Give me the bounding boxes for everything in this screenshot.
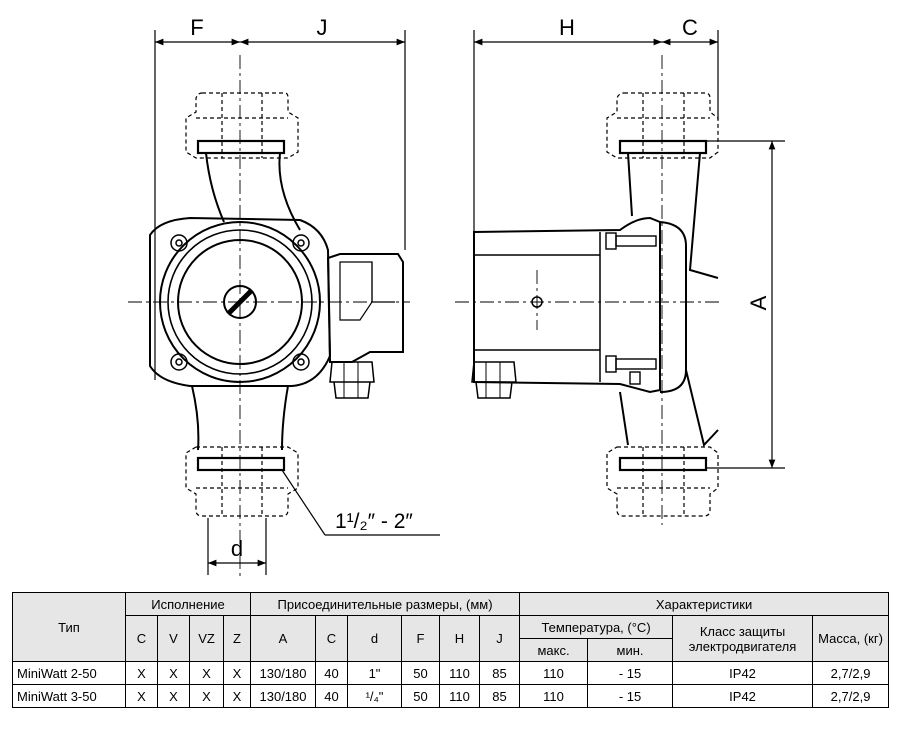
label-f: F [190,15,203,40]
front-lower-flange [196,456,286,472]
label-thread: 1¹/₂″ - 2″ [335,510,413,533]
cell-variant: X [189,661,224,685]
side-vent-plug [531,296,543,308]
technical-drawing: F J H C A d 1¹/₂″ - 2″ [128,15,785,580]
cell-a: 130/180 [250,661,316,685]
cell-variant: X [189,684,224,708]
table-row: MiniWatt 2-50 X X X X 130/180 40 1" 50 1… [12,661,890,685]
front-dimensions [154,30,440,575]
cell-c: 40 [315,684,348,708]
cell-j: 85 [478,684,521,708]
side-lower-nut [606,446,719,517]
header-temp-max: макс. [519,638,589,662]
header-dim: A [250,615,316,662]
front-upper-neck [205,152,301,231]
header-dim: J [478,615,521,662]
cell-j: 85 [478,661,521,685]
front-cable-gland [329,361,375,399]
header-variant: V [157,615,190,662]
cell-variant: X [125,684,158,708]
side-motor-body [473,216,661,394]
cell-ip: IP42 [672,684,814,708]
front-motor-ring-inner [177,239,303,365]
side-centerlines [455,55,720,525]
cell-tmax: 110 [519,661,589,685]
cell-type: MiniWatt 2-50 [12,661,126,685]
label-d: d [231,536,243,561]
side-bolts [605,232,657,385]
cell-tmin: - 15 [587,661,674,685]
cell-d: ¹/₄" [347,684,402,708]
cell-type: MiniWatt 3-50 [12,684,126,708]
front-lower-neck [191,385,289,451]
table-row: MiniWatt 3-50 X X X X 130/180 40 ¹/₄" 50… [12,684,890,708]
front-vent-screw [223,285,257,319]
front-bolts [170,234,310,371]
cell-h: 110 [439,684,480,708]
header-dim: H [439,615,480,662]
front-motor-ring-outer [159,221,321,383]
side-cable-gland [471,361,517,399]
side-dimensions [473,30,785,469]
side-upper-flange [618,139,708,155]
header-dim: d [347,615,402,662]
front-lower-nut [185,446,299,517]
header-characteristics-group: Характеристики [519,592,890,616]
header-dim: C [315,615,348,662]
label-h: H [559,15,575,40]
cell-f: 50 [401,684,440,708]
header-temperature: Температура, (°C) [519,615,674,639]
cell-tmin: - 15 [587,684,674,708]
cell-tmax: 110 [519,684,589,708]
cell-variant: X [223,661,251,685]
cell-variant: X [157,661,190,685]
front-view [128,55,410,580]
cell-variant: X [157,684,190,708]
cell-mass: 2,7/2,9 [812,684,890,708]
label-c: C [682,15,698,40]
label-a: A [746,295,771,310]
header-dim: F [401,615,440,662]
header-mass: Масса, (кг) [812,615,890,662]
front-upper-nut [185,92,299,159]
cell-h: 110 [439,661,480,685]
header-variant: VZ [189,615,224,662]
cell-ip: IP42 [672,661,814,685]
cell-c: 40 [315,661,348,685]
header-variant: C [125,615,158,662]
header-connection-group: Присоединительные размеры, (мм) [249,592,521,616]
header-temp-min: мин. [587,638,674,662]
cell-d: 1" [347,661,402,685]
spec-table: Тип Исполнение Присоединительные размеры… [12,592,890,708]
cell-f: 50 [401,661,440,685]
header-variant-group: Исполнение [125,592,251,616]
front-motor-ring-mid [167,229,313,375]
side-upper-nut [606,92,719,159]
header-protection-class: Класс защиты электродвигателя [672,615,814,662]
cell-variant: X [125,661,158,685]
side-view [455,55,720,525]
dimension-labels: F J H C A d 1¹/₂″ - 2″ [190,15,771,561]
cell-a: 130/180 [250,684,316,708]
cell-mass: 2,7/2,9 [812,661,890,685]
front-upper-flange [196,139,286,155]
side-lower-flange [618,456,708,472]
header-variant: Z [223,615,251,662]
front-terminal-box [326,253,404,363]
cell-variant: X [223,684,251,708]
header-type: Тип [12,592,126,662]
label-j: J [317,15,328,40]
